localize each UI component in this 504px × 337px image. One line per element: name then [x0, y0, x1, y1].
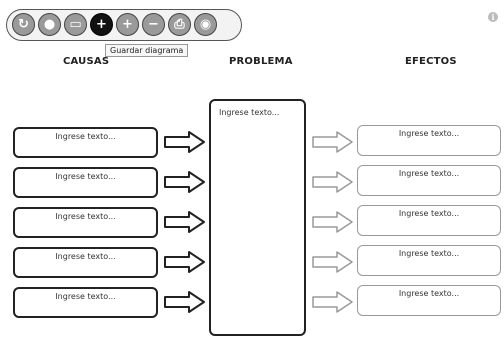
problem-heading: PROBLEMA: [229, 56, 293, 67]
effect-box-2[interactable]: Ingrese texto...: [357, 165, 501, 196]
problem-box[interactable]: Ingrese texto...: [209, 99, 306, 336]
toolbar: ↻ ● ▭ + + − ⎙ ◉: [6, 9, 242, 41]
save-icon[interactable]: ↻: [12, 13, 35, 36]
arrow-right-icon: [312, 131, 353, 153]
effect-placeholder: Ingrese texto...: [398, 129, 460, 138]
cause-box-2[interactable]: Ingrese texto...: [13, 167, 158, 198]
plus-icon[interactable]: +: [90, 13, 113, 36]
arrow-right-icon: [164, 211, 205, 233]
arrow-right-icon: [312, 171, 353, 193]
cause-placeholder: Ingrese texto...: [55, 292, 116, 301]
arrow-right-icon: [312, 211, 353, 233]
arrow-right-icon: [164, 291, 205, 313]
minus-icon[interactable]: −: [142, 13, 165, 36]
effect-box-3[interactable]: Ingrese texto...: [357, 205, 501, 236]
arrow-right-icon: [312, 251, 353, 273]
effect-box-4[interactable]: Ingrese texto...: [357, 245, 501, 276]
effect-placeholder: Ingrese texto...: [398, 289, 460, 298]
info-icon[interactable]: i: [488, 12, 498, 22]
problem-placeholder: Ingrese texto...: [219, 108, 280, 117]
effect-box-1[interactable]: Ingrese texto...: [357, 125, 501, 156]
effects-heading: EFECTOS: [405, 56, 457, 67]
arrow-right-icon: [312, 291, 353, 313]
add-icon[interactable]: +: [116, 13, 139, 36]
causes-heading: CAUSAS: [63, 56, 110, 67]
cause-placeholder: Ingrese texto...: [55, 212, 116, 221]
cause-box-3[interactable]: Ingrese texto...: [13, 207, 158, 238]
cause-box-5[interactable]: Ingrese texto...: [13, 287, 158, 318]
document-icon[interactable]: ▭: [64, 13, 87, 36]
eye-icon[interactable]: ◉: [194, 13, 217, 36]
cause-box-4[interactable]: Ingrese texto...: [13, 247, 158, 278]
arrow-right-icon: [164, 171, 205, 193]
arrow-right-icon: [164, 131, 205, 153]
effect-box-5[interactable]: Ingrese texto...: [357, 285, 501, 316]
tooltip: Guardar diagrama: [105, 44, 189, 57]
cause-box-1[interactable]: Ingrese texto...: [13, 127, 158, 158]
effect-placeholder: Ingrese texto...: [398, 209, 460, 218]
effect-placeholder: Ingrese texto...: [398, 169, 460, 178]
effect-placeholder: Ingrese texto...: [398, 249, 460, 258]
cause-placeholder: Ingrese texto...: [55, 132, 116, 141]
print-icon[interactable]: ⎙: [168, 13, 191, 36]
lock-icon[interactable]: ●: [38, 13, 61, 36]
cause-placeholder: Ingrese texto...: [55, 252, 116, 261]
cause-placeholder: Ingrese texto...: [55, 172, 116, 181]
arrow-right-icon: [164, 251, 205, 273]
